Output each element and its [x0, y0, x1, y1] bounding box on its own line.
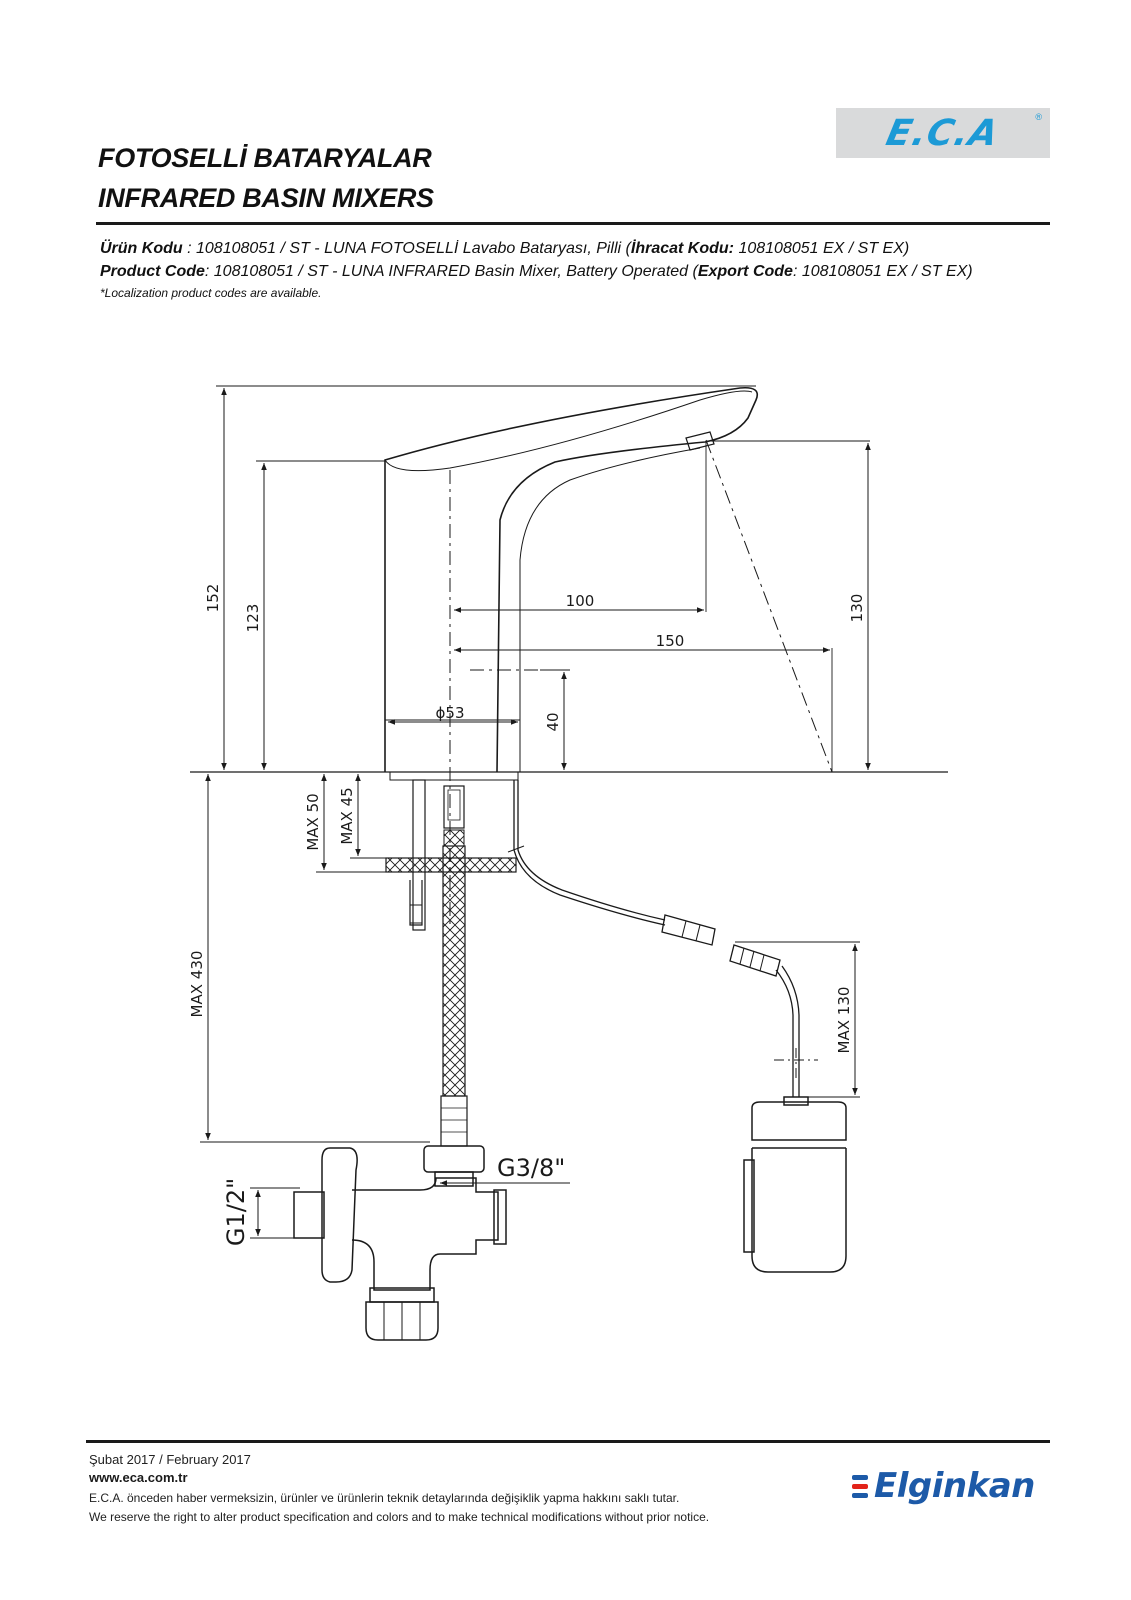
product-code-tr: Ürün Kodu : 108108051 / ST - LUNA FOTOSE…	[100, 240, 909, 258]
export-code-en-label: Export Code	[697, 263, 793, 280]
publication-date: Şubat 2017 / February 2017	[89, 1452, 251, 1467]
export-code-tr-text: 108108051 EX / ST EX)	[734, 240, 910, 257]
elginkan-logo-text: Elginkan	[874, 1466, 1035, 1506]
dim-100: 100	[566, 592, 595, 610]
elginkan-mark-icon	[852, 1471, 868, 1501]
dim-max-130: MAX 130	[835, 987, 853, 1054]
dimension-labels: 152 123 100 150 130 40 ϕ53 MAX 50 MAX 45…	[188, 584, 866, 1246]
extension-lines	[200, 385, 870, 1239]
angle-valve	[293, 1145, 507, 1341]
dim-g12: G1/2"	[222, 1178, 250, 1246]
notice-turkish: E.C.A. önceden haber vermeksizin, ürünle…	[89, 1491, 680, 1505]
export-code-en-text: : 108108051 EX / ST EX)	[792, 263, 973, 280]
dim-max-50: MAX 50	[304, 793, 322, 850]
dim-max-45: MAX 45	[338, 787, 356, 844]
elginkan-logo: Elginkan	[852, 1466, 1035, 1506]
dim-40: 40	[544, 712, 562, 731]
website-link[interactable]: www.eca.com.tr	[89, 1470, 188, 1485]
footer-divider	[86, 1440, 1050, 1443]
product-code-en-text: : 108108051 / ST - LUNA INFRARED Basin M…	[204, 263, 698, 280]
battery-box	[743, 1096, 847, 1273]
dim-123: 123	[244, 604, 262, 633]
product-code-en-label: Product Code	[100, 263, 205, 280]
dim-130: 130	[848, 594, 866, 623]
export-code-tr-label: İhracat Kodu:	[630, 240, 734, 257]
sensor-cable	[507, 780, 818, 1097]
notice-english: We reserve the right to alter product sp…	[89, 1510, 710, 1524]
title-english: INFRARED BASIN MIXERS	[98, 183, 434, 213]
title-turkish: FOTOSELLİ BATARYALAR	[98, 143, 432, 173]
product-code-tr-label: Ürün Kodu	[100, 240, 183, 257]
header-divider	[96, 222, 1050, 225]
dim-150: 150	[656, 632, 685, 650]
dim-152: 152	[204, 584, 222, 613]
dimension-lines	[205, 388, 871, 1236]
registered-mark: ®	[1035, 112, 1042, 122]
eca-logo: E.C.A ®	[836, 108, 1050, 158]
product-code-tr-text: : 108108051 / ST - LUNA FOTOSELLİ Lavabo…	[182, 240, 631, 257]
flex-hose	[440, 785, 468, 1147]
technical-drawing: 152 123 100 150 130 40 ϕ53 MAX 50 MAX 45…	[188, 385, 948, 1341]
dim-diameter-53: ϕ53	[436, 704, 465, 722]
dim-max-430: MAX 430	[188, 951, 206, 1018]
eca-logo-text: E.C.A	[883, 112, 1003, 154]
localization-note: *Localization product codes are availabl…	[100, 286, 322, 300]
product-code-en: Product Code: 108108051 / ST - LUNA INFR…	[100, 263, 973, 281]
dim-g38: G3/8"	[497, 1154, 565, 1182]
